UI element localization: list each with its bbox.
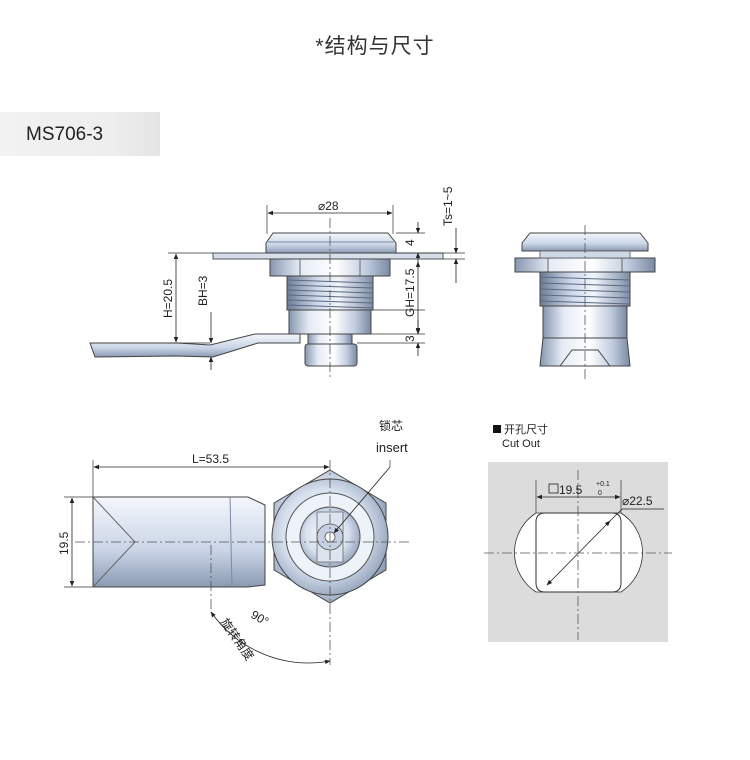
cutout-heading-en: Cut Out xyxy=(502,438,540,450)
model-tag: MS706-3 xyxy=(0,112,160,156)
cutout-tol-plus: +0.1 xyxy=(596,481,610,488)
dim-gh: GH=17.5 xyxy=(403,268,417,317)
cutout-tol-minus: 0 xyxy=(598,490,602,497)
dim-top-diameter: ⌀28 xyxy=(318,199,339,213)
dim-flange: 4 xyxy=(403,239,417,246)
dim-h: H=20.5 xyxy=(161,279,175,318)
dim-bh: BH=3 xyxy=(196,275,210,306)
end-view xyxy=(514,225,656,380)
rotation-angle: 90° xyxy=(249,607,272,628)
page-title: *结构与尺寸 xyxy=(315,35,435,58)
cutout-diameter: ⌀22.5 xyxy=(622,494,653,508)
side-view: ⌀28 Ts=1~5 4 GH=17.5 3 H=20.5 BH=3 xyxy=(89,186,465,380)
insert-label-en: insert xyxy=(376,440,408,455)
cutout-square: 19.5 xyxy=(559,483,583,497)
rotation-label: 旋转角度 xyxy=(218,615,258,663)
front-view: L=53.5 19.5 锁芯 insert 90° 旋转角度 xyxy=(57,418,410,665)
insert-label-cn: 锁芯 xyxy=(379,418,403,433)
model-label: MS706-3 xyxy=(26,124,104,145)
dim-width: 19.5 xyxy=(57,531,71,555)
cutout-heading-cn: 开孔尺寸 xyxy=(504,422,548,436)
dim-length: L=53.5 xyxy=(192,452,229,466)
dim-ts: Ts=1~5 xyxy=(441,186,455,226)
cutout-view: 开孔尺寸 Cut Out 19.5 +0.1 0 ⌀22.5 xyxy=(484,422,672,642)
dim-stem: 3 xyxy=(403,335,417,342)
